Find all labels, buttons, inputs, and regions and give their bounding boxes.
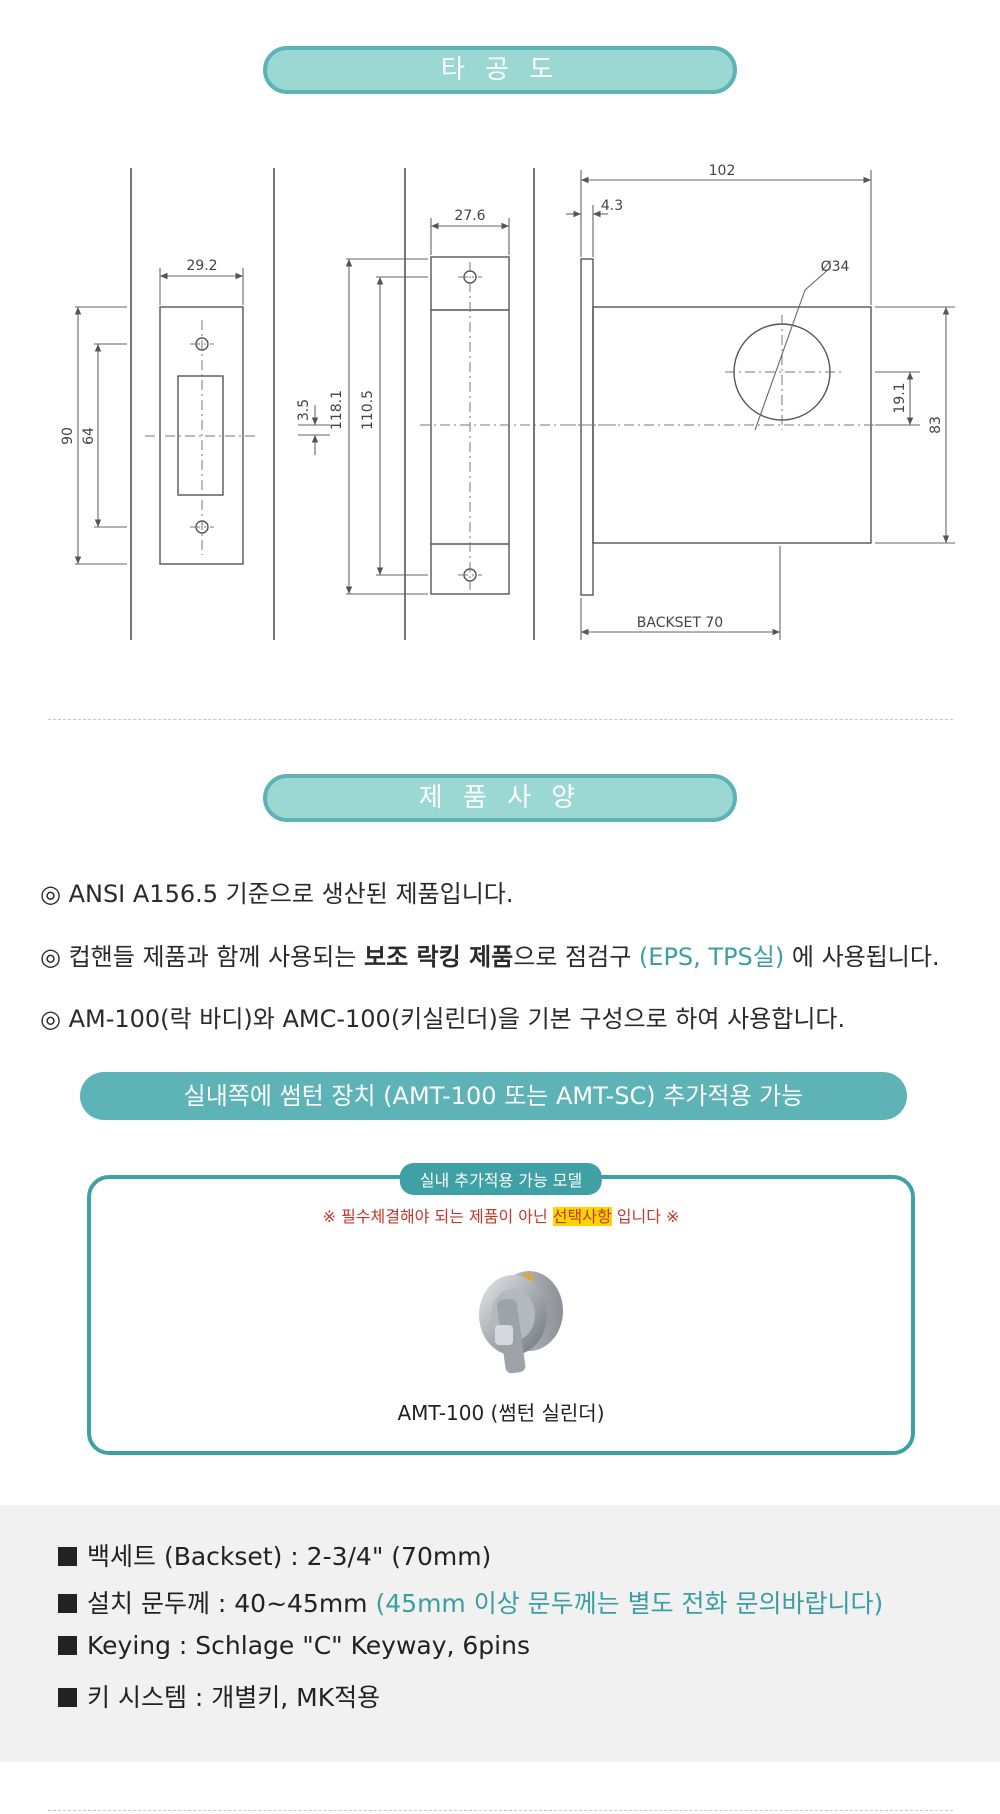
dim-diameter-34: Ø34 [821,259,850,275]
spec-line-2: ◎ 컵핸들 제품과 함께 사용되는 보조 락킹 제품으로 점검구 (EPS, T… [40,943,940,971]
detail-door-thickness: 설치 문두께 : 40~45mm (45mm 이상 문두께는 별도 전화 문의바… [58,1584,883,1620]
spec-bold-text: 보조 락킹 제품 [364,943,514,971]
dim-102: 102 [709,163,736,179]
dim-64: 64 [81,427,97,445]
dim-4-3: 4.3 [601,198,623,214]
dim-3-5: 3.5 [296,399,312,421]
spec-accent-text: (EPS, TPS실) [638,943,785,971]
detail-keying: Keying : Schlage "C" Keyway, 6pins [58,1631,530,1660]
model-caption: AMT-100 (썸턴 실린더) [397,1401,605,1425]
details-band: 백세트 (Backset) : 2-3/4" (70mm) 설치 문두께 : 4… [0,1505,1000,1762]
bottom-divider [48,1810,953,1811]
strike-pocket [177,375,224,496]
dim-118-1: 118.1 [329,390,345,430]
thumbturn-cylinder-image [479,1271,563,1374]
dim-90: 90 [60,427,76,445]
square-bullet-icon [58,1688,77,1707]
optional-note: ※ 필수체결해야 되는 제품이 아닌 선택사항 입니다 ※ [322,1207,680,1226]
optional-model-box: 실내 추가적용 가능 모델 ※ 필수체결해야 되는 제품이 아닌 선택사항 입니… [87,1163,915,1455]
highlight-text: 선택사항 [552,1207,612,1226]
dim-27-6: 27.6 [454,208,485,224]
spec-line-1: ◎ ANSI A156.5 기준으로 생산된 제품입니다. [40,880,514,908]
dim-110-5: 110.5 [360,390,376,430]
dim-83: 83 [928,416,944,434]
detail-key-system: 키 시스템 : 개별키, MK적용 [58,1678,380,1714]
section-title-drilling: 타 공 도 [263,46,737,94]
section-title-specs: 제 품 사 양 [263,774,737,822]
dim-29-2: 29.2 [186,258,217,274]
square-bullet-icon [58,1547,77,1566]
spec-line-3: ◎ AM-100(락 바디)와 AMC-100(키실린더)을 기본 구성으로 하… [40,1005,846,1033]
section-divider [48,719,953,720]
lock-front-plate [580,258,594,596]
dim-backset-70: BACKSET 70 [637,615,723,631]
detail-backset: 백세트 (Backset) : 2-3/4" (70mm) [58,1537,491,1573]
thumbturn-banner: 실내쪽에 썸턴 장치 (AMT-100 또는 AMT-SC) 추가적용 가능 [80,1072,907,1120]
detail-accent-text: (45mm 이상 문두께는 별도 전화 문의바랍니다) [375,1589,884,1618]
square-bullet-icon [58,1636,77,1655]
drilling-diagram: 29.2 90 64 3.5 118.1 110.5 27.6 102 4.3 … [60,163,955,640]
square-bullet-icon [58,1594,77,1613]
dim-19-1: 19.1 [892,382,908,413]
model-box-tag: 실내 추가적용 가능 모델 [399,1163,603,1195]
